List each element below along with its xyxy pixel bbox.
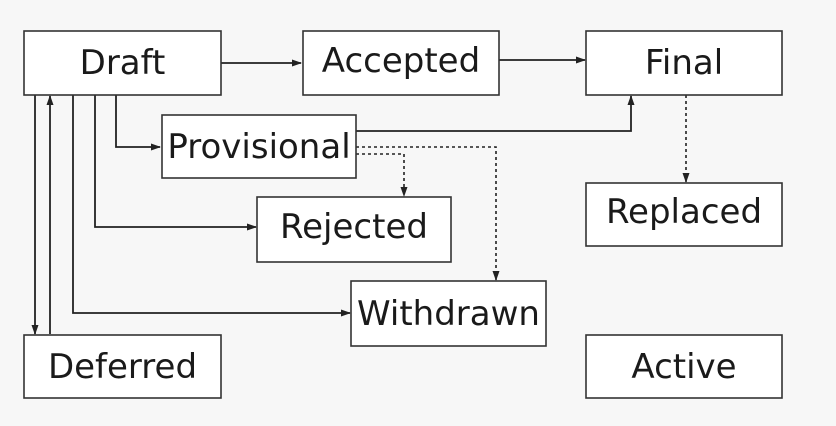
edge-draft-to-provisional (115, 95, 161, 151)
edge-provisional-to-withdrawn (356, 146, 500, 281)
node-final-box (585, 30, 783, 96)
node-rejected-box (256, 196, 452, 263)
node-withdrawn-label: Withdrawn (357, 294, 540, 334)
node-replaced-box (585, 182, 783, 247)
node-accepted-label: Accepted (322, 41, 480, 81)
node-rejected: Rejected (256, 196, 452, 263)
node-provisional: Provisional (161, 114, 357, 179)
edge-draft-to-rejected (94, 95, 257, 231)
node-deferred-label: Deferred (48, 347, 197, 387)
node-provisional-label: Provisional (167, 127, 350, 167)
node-provisional-box (161, 114, 357, 179)
node-draft: Draft (23, 30, 222, 96)
node-withdrawn: Withdrawn (350, 280, 547, 347)
node-final-label: Final (645, 43, 723, 83)
edge-provisional-to-rejected (356, 153, 408, 197)
node-deferred-box (23, 334, 222, 399)
edge-draft-to-withdrawn (72, 95, 351, 317)
node-draft-box (23, 30, 222, 96)
node-withdrawn-box (350, 280, 547, 347)
node-replaced-label: Replaced (606, 192, 762, 232)
node-accepted: Accepted (302, 30, 500, 96)
node-rejected-label: Rejected (280, 207, 428, 247)
node-deferred: Deferred (23, 334, 222, 399)
edges (31, 56, 690, 335)
edge-provisional-to-final (356, 95, 635, 132)
node-final: Final (585, 30, 783, 96)
node-replaced: Replaced (585, 182, 783, 247)
node-active-label: Active (631, 347, 736, 387)
node-active: Active (585, 334, 783, 399)
node-active-box (585, 334, 783, 399)
node-draft-label: Draft (80, 43, 166, 83)
node-accepted-box (302, 30, 500, 96)
